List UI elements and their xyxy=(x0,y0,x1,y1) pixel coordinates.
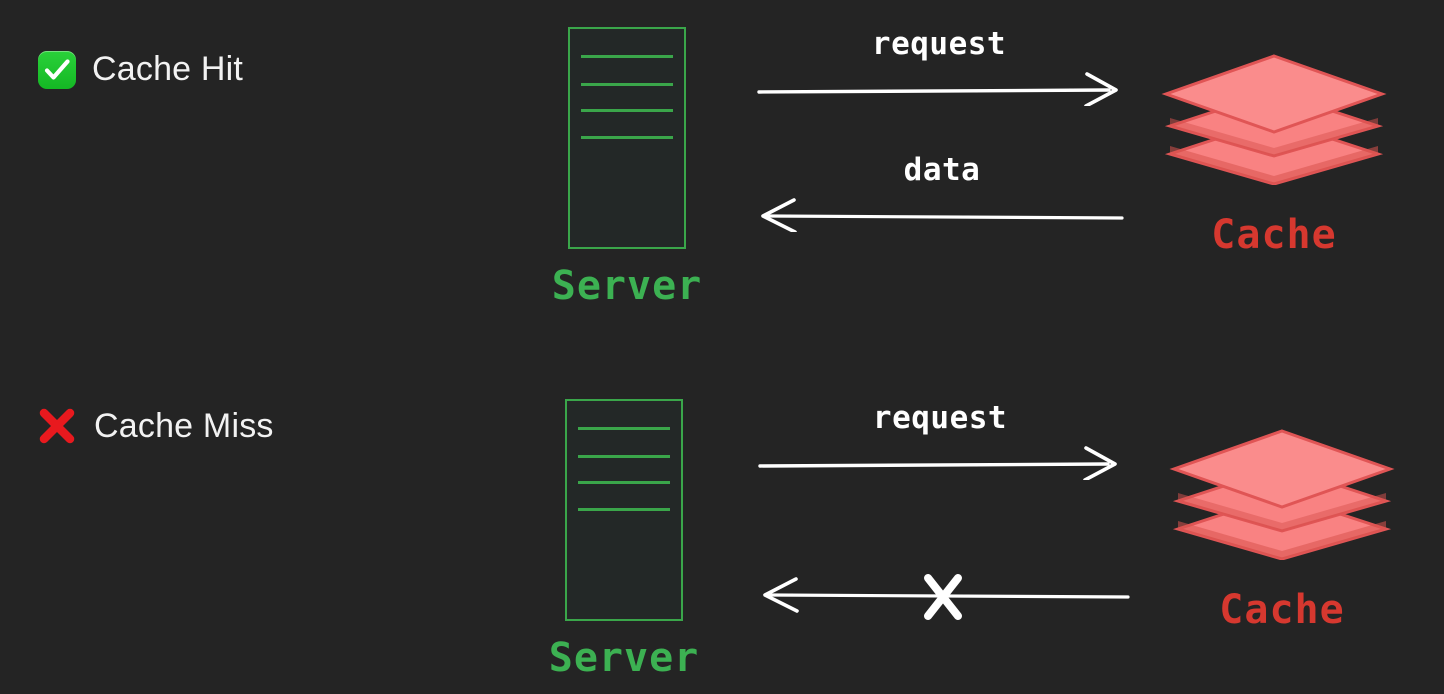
server-caption: Server xyxy=(551,263,703,309)
server-caption: Server xyxy=(548,635,700,681)
server-rack-line xyxy=(578,427,670,430)
arrow-hit-request: request xyxy=(755,26,1123,106)
server-rack-line xyxy=(581,109,673,112)
server-rack-line xyxy=(581,83,673,86)
server-box xyxy=(568,27,686,249)
cache-icon-cache-hit: Cache xyxy=(1160,50,1388,258)
arrow-miss-request: request xyxy=(756,400,1124,480)
cache-layers-icon xyxy=(1161,54,1387,186)
arrow-label-data: data xyxy=(903,152,981,188)
cache-layers-icon xyxy=(1169,429,1395,561)
cache-icon-cache-miss: Cache xyxy=(1168,425,1396,633)
arrow-hit-data: data xyxy=(758,152,1126,232)
arrow-line-left xyxy=(761,198,1124,232)
server-icon-cache-hit: Server xyxy=(551,27,703,309)
arrow-line-right xyxy=(757,72,1118,106)
scenario-label-cache-hit: Cache Hit xyxy=(38,50,243,89)
cache-caption: Cache xyxy=(1211,212,1337,258)
server-rack-line xyxy=(578,455,670,458)
scenario-label-text: Cache Miss xyxy=(94,406,274,445)
cache-caption: Cache xyxy=(1219,587,1345,633)
server-box xyxy=(565,399,683,621)
white-check-mark-icon xyxy=(38,50,76,89)
server-rack-line xyxy=(581,55,673,58)
arrow-line-left-blocked xyxy=(763,574,1130,620)
arrow-label-request: request xyxy=(872,400,1008,436)
server-rack-line xyxy=(578,508,670,511)
server-rack-line xyxy=(578,481,670,484)
arrow-label-empty xyxy=(760,528,1130,562)
scenario-label-cache-miss: Cache Miss xyxy=(36,405,274,447)
arrow-label-request: request xyxy=(871,26,1007,62)
arrow-line-right xyxy=(758,446,1117,480)
blocked-x-marker xyxy=(924,574,962,620)
arrow-miss-no-data xyxy=(760,528,1130,632)
server-icon-cache-miss: Server xyxy=(548,399,700,681)
scenario-label-text: Cache Hit xyxy=(92,50,244,88)
server-rack-line xyxy=(581,136,673,139)
cross-mark-icon xyxy=(36,405,78,447)
